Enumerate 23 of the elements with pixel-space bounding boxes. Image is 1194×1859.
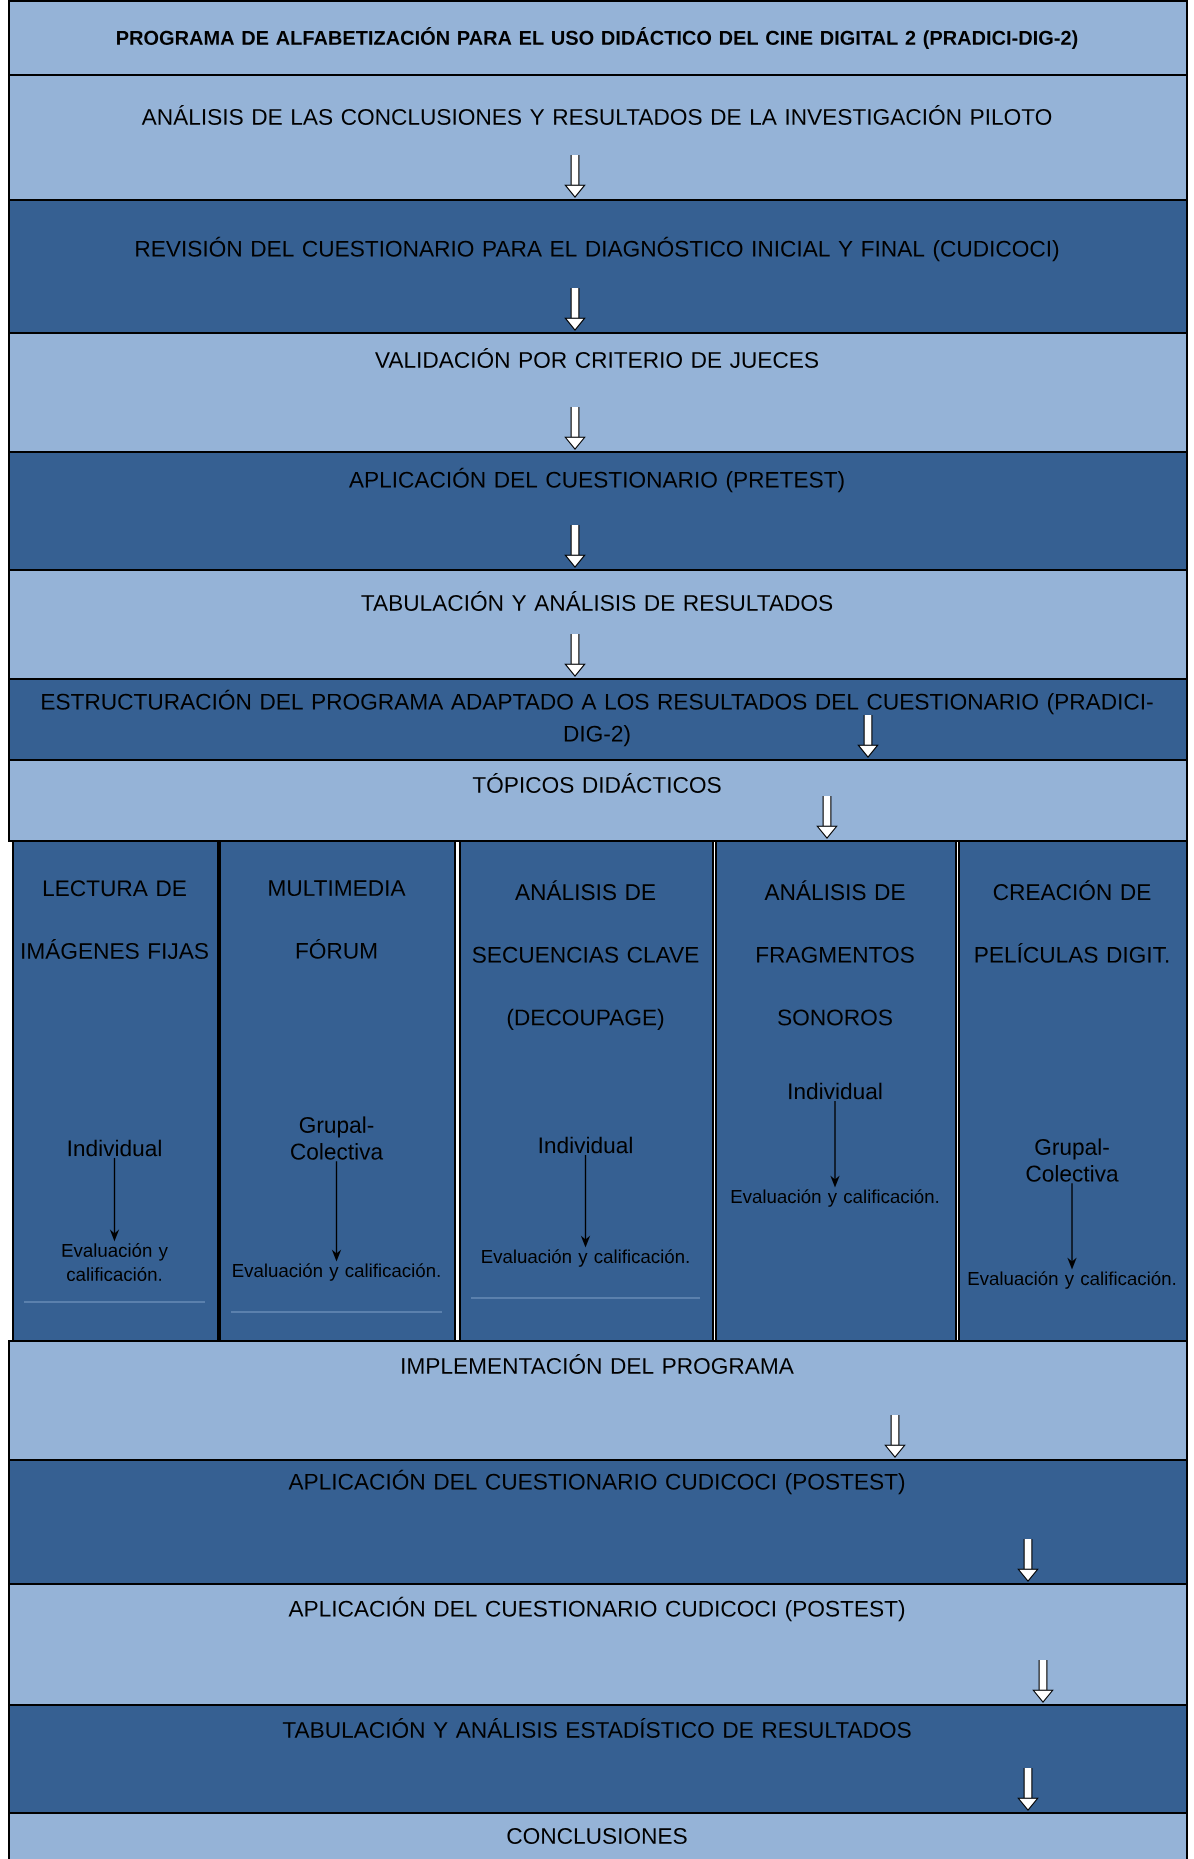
evaluation-text: Evaluación y calificación.: [731, 1189, 939, 1207]
evaluation-text: Evaluación y calificación.: [233, 1263, 440, 1281]
step-band: VALIDACIÓN POR CRITERIO DE JUECES: [8, 332, 1188, 453]
evaluation-text: Evaluación y calificación.: [62, 1243, 168, 1281]
step-band: APLICACIÓN DEL CUESTIONARIO (PRETEST): [8, 451, 1188, 571]
mode-text: Individual: [539, 1136, 632, 1154]
step-band: TÓPICOS DIDÁCTICOS: [8, 759, 1188, 842]
mode-text: Individual: [68, 1139, 161, 1157]
step-band: CONCLUSIONES: [8, 1812, 1188, 1859]
step-band: TABULACIÓN Y ANÁLISIS ESTADÍSTICO DE RESULTADOS: [8, 1704, 1188, 1814]
step-band: REVISIÓN DEL CUESTIONARIO PARA EL DIAGNÓSTICO INICIAL Y FINAL (CUDICOCI): [8, 199, 1188, 334]
step-band: APLICACIÓN DEL CUESTIONARIO CUDICOCI (POSTEST): [8, 1459, 1188, 1585]
evaluation-text: Evaluación y calificación.: [968, 1271, 1176, 1289]
evaluation-text: Evaluación y calificación.: [482, 1249, 689, 1267]
step-band: ANÁLISIS DE LAS CONCLUSIONES Y RESULTADOS DE LA INVESTIGACIÓN PILOTO: [8, 74, 1188, 201]
step-band: APLICACIÓN DEL CUESTIONARIO CUDICOCI (POSTEST): [8, 1583, 1188, 1706]
title-band: PROGRAMA DE ALFABETIZACIÓN PARA EL USO DIDÁCTICO DEL CINE DIGITAL 2 (PRADICI-DIG-2): [8, 0, 1188, 76]
step-band: TABULACIÓN Y ANÁLISIS DE RESULTADOS: [8, 569, 1188, 680]
step-band: ESTRUCTURACIÓN DEL PROGRAMA ADAPTADO A LOS RESULTADOS DEL CUESTIONARIO (PRADICI-DIG-2): [8, 678, 1188, 761]
mode-text: Individual: [789, 1082, 882, 1100]
mode-text: Grupal-Colectiva: [291, 1116, 384, 1160]
mode-text: Grupal-Colectiva: [1026, 1138, 1119, 1182]
step-band: IMPLEMENTACIÓN DEL PROGRAMA: [8, 1340, 1188, 1461]
